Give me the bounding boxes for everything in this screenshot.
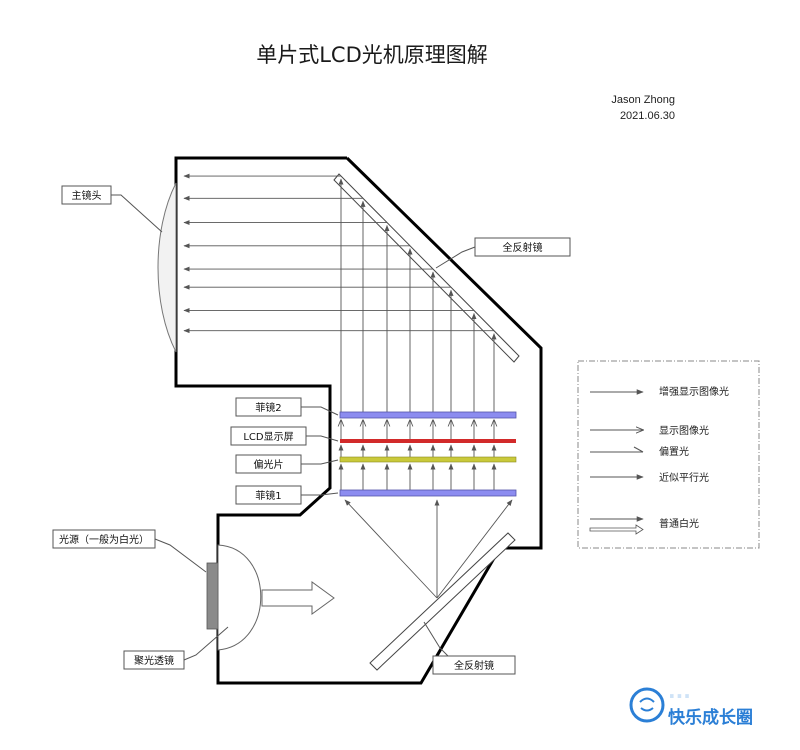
label-main-lens: 主镜头	[61, 185, 163, 233]
label-text: 光源（一般为白光）	[59, 533, 149, 546]
label-polarizer: 偏光片	[235, 454, 339, 474]
lcd-screen	[340, 439, 516, 443]
legend-label: 普通白光	[659, 517, 699, 530]
author-name: Jason Zhong	[611, 94, 675, 106]
chat-bubble-icon	[629, 687, 665, 723]
label-mirror-top: 全反射镜	[435, 237, 571, 269]
svg-text:···: ···	[668, 684, 691, 708]
horizontal-rays	[183, 173, 494, 334]
white-light-arrow	[261, 581, 335, 615]
label-condenser: 聚光透镜	[123, 626, 229, 670]
label-text: 聚光透镜	[134, 654, 174, 667]
light-source	[206, 562, 219, 630]
top-mirror	[333, 173, 520, 363]
label-lcd: LCD显示屏	[230, 426, 339, 446]
fresnel-lens-2	[339, 411, 517, 419]
author-date: 2021.06.30	[620, 110, 675, 122]
main-lens	[157, 182, 177, 353]
fresnel-lens-1	[339, 489, 517, 497]
label-text: 主镜头	[72, 189, 102, 202]
diverging-rays	[344, 499, 513, 599]
label-text: 偏光片	[254, 458, 284, 471]
page-title: 单片式LCD光机原理图解	[256, 43, 488, 67]
watermark-text: 快乐成长圈	[668, 707, 753, 728]
label-light-source: 光源（一般为白光）	[52, 529, 207, 573]
label-text: 全反射镜	[503, 241, 543, 254]
legend-item-parallel: 近似平行光	[590, 471, 709, 484]
legend: 增强显示图像光 显示图像光 偏置光 近似平行光 普通白光	[577, 360, 760, 549]
label-text: 菲镜1	[255, 489, 281, 502]
legend-label: 增强显示图像光	[659, 385, 729, 398]
polarizer	[339, 456, 517, 463]
legend-label: 近似平行光	[659, 471, 709, 484]
label-text: LCD显示屏	[243, 431, 293, 443]
legend-label: 偏置光	[659, 445, 689, 458]
legend-item-polarized: 偏置光	[590, 445, 689, 458]
legend-item-enhanced: 增强显示图像光	[590, 385, 729, 398]
label-text: 全反射镜	[454, 659, 494, 672]
watermark: ··· 快乐成长圈	[629, 684, 753, 728]
projector-housing	[174, 156, 543, 685]
label-fresnel-top: 菲镜2	[235, 397, 339, 417]
label-text: 菲镜2	[255, 401, 281, 414]
legend-item-white: 普通白光	[589, 516, 699, 535]
label-mirror-bottom: 全反射镜	[423, 621, 516, 675]
legend-item-display: 显示图像光	[590, 424, 709, 437]
label-fresnel-bottom: 菲镜1	[235, 485, 339, 505]
legend-label: 显示图像光	[659, 424, 709, 437]
bottom-mirror	[369, 532, 516, 671]
condenser-lens	[217, 544, 262, 651]
